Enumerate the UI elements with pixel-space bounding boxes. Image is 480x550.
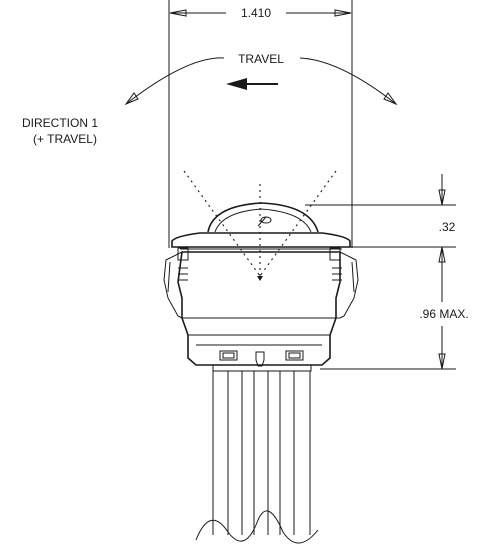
direction-label-line1: DIRECTION 1 xyxy=(22,116,98,130)
body-height-label: .96 MAX. xyxy=(419,307,468,321)
bezel xyxy=(171,232,351,248)
top-height-dimension: .32 xyxy=(305,174,456,270)
travel-label: TRAVEL xyxy=(238,52,284,66)
right-latch xyxy=(339,251,359,319)
actuator-dome xyxy=(207,202,319,233)
housing xyxy=(177,251,341,366)
terminal-window-left xyxy=(219,350,238,361)
width-dimension: 1.410 xyxy=(168,0,353,248)
center-tab xyxy=(255,351,265,367)
lead-wires xyxy=(195,364,319,544)
width-dimension-label: 1.410 xyxy=(241,6,271,20)
left-latch xyxy=(163,251,183,319)
top-height-label: .32 xyxy=(439,220,456,234)
terminal-window-right xyxy=(285,350,304,361)
direction-label: DIRECTION 1 (+ TRAVEL) xyxy=(22,116,98,146)
travel-arc: TRAVEL xyxy=(124,52,398,106)
travel-range-lines xyxy=(183,170,337,281)
body-height-dimension: .96 MAX. xyxy=(320,270,469,370)
switch-body xyxy=(163,202,359,367)
break-line xyxy=(195,510,319,544)
direction-label-line2: (+ TRAVEL) xyxy=(33,132,97,146)
actuator-symbol-icon xyxy=(260,216,272,224)
travel-direction-arrow-icon xyxy=(226,78,278,90)
